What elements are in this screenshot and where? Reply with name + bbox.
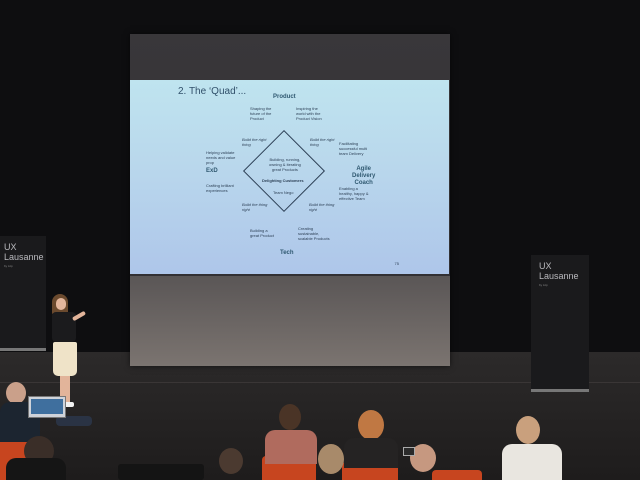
banner-left: UX Lausanne by Liip — [0, 236, 46, 351]
label-agile-delivery-coach: Agile Delivery Coach — [352, 166, 376, 186]
audience-head — [318, 444, 344, 474]
text-facilitating: Facilitating successful multi team Deliv… — [339, 141, 368, 156]
audience-head — [279, 404, 301, 430]
laptop-screen — [31, 399, 63, 414]
text-building-running: Building, running, owning & iterating gr… — [269, 157, 301, 172]
audience-head — [219, 448, 243, 474]
slide-page-number: 75 — [394, 261, 399, 266]
laptop — [28, 396, 66, 418]
speaker-shoes — [58, 402, 74, 407]
slide-title: 2. The ‘Quad’... — [178, 86, 247, 97]
chair — [432, 470, 482, 480]
audience-body — [502, 444, 562, 480]
audience-body — [265, 430, 317, 464]
audience-head — [516, 416, 540, 444]
text-building-great-product: Building a great Product — [250, 228, 275, 238]
text-shaping-future: Shaping the future of the Product — [250, 106, 272, 121]
text-delighting-customers: Delighting Customers — [262, 178, 304, 183]
text-crafting: Crafting brilliant experiences — [206, 183, 234, 193]
audience-back-row — [118, 464, 204, 480]
label-product: Product — [273, 94, 296, 100]
label-tech: Tech — [280, 250, 294, 256]
text-build-thing-right-left: Build the thing right — [242, 202, 268, 212]
audience-legs — [56, 416, 92, 426]
stage-edge — [0, 382, 640, 383]
banner-right-title: UX Lausanne — [539, 261, 579, 281]
banner-right-subtitle: by Liip — [539, 283, 548, 287]
banner-left-title: UX Lausanne — [4, 242, 44, 262]
banner-right: UX Lausanne by Liip — [531, 255, 589, 392]
speaker-skirt — [53, 342, 77, 376]
audience-body — [344, 438, 398, 468]
text-enabling: Enabling a healthy, happy & effective Te… — [339, 186, 369, 201]
phone — [403, 447, 415, 456]
projection-screen-lower — [130, 276, 450, 366]
text-creating-sustainable: Creating sustainable, scalable Products — [298, 226, 330, 241]
text-inspiring: Inspiring the world with the Product Vis… — [296, 106, 322, 121]
text-team-nego: Team Nego — [273, 190, 294, 195]
audience-body — [6, 458, 66, 480]
text-helping-validate: Helping validate needs and value prop — [206, 150, 236, 165]
speaker-legs — [60, 376, 70, 404]
label-exd: ExD — [206, 168, 218, 174]
speaker — [48, 292, 88, 414]
audience-head — [6, 382, 26, 404]
text-build-thing-right-right: Build the thing right — [309, 202, 335, 212]
text-build-right-thing-right: Build the right thing — [310, 137, 335, 147]
presentation-slide: 2. The ‘Quad’... Product Shaping the fut… — [130, 80, 449, 274]
speaker-face — [56, 298, 66, 310]
audience-head — [358, 410, 384, 440]
text-build-right-thing-left: Build the right thing — [242, 137, 267, 147]
banner-left-subtitle: by Liip — [4, 264, 13, 268]
